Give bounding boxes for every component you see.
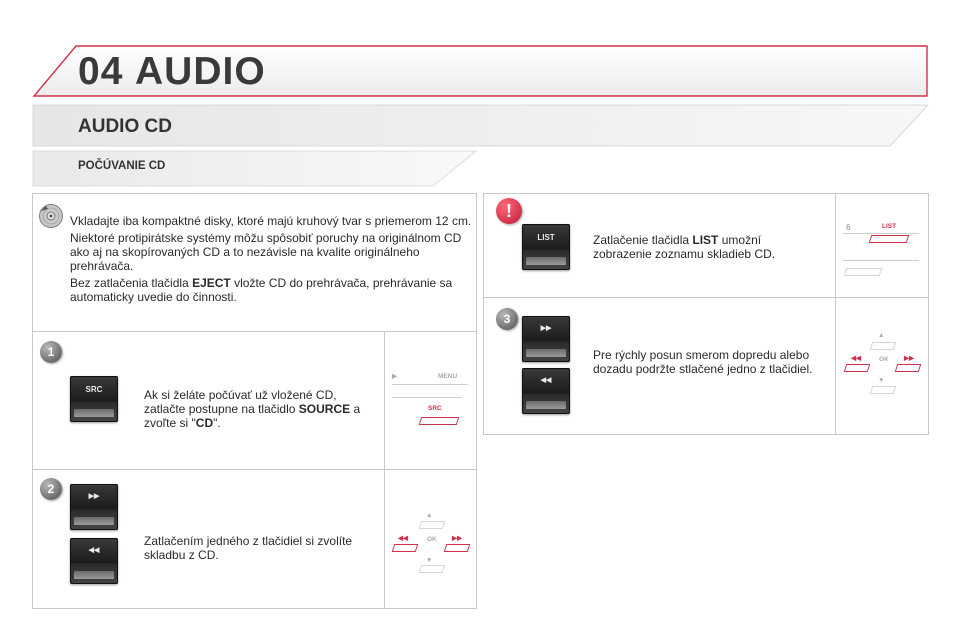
fast-forward-button[interactable]: ▶▶ — [522, 316, 570, 362]
down-arrow-icon: ▼ — [878, 377, 885, 384]
list-key-outline — [868, 235, 910, 243]
chapter-number: 04 — [78, 50, 124, 93]
subsection-title: POČÚVANIE CD — [78, 160, 166, 172]
step3-text: Pre rýchly posun smerom dopredu alebo do… — [593, 348, 813, 376]
source-button-label: SRC — [85, 385, 103, 394]
ok-label: OK — [879, 356, 889, 363]
list-label: LIST — [882, 223, 897, 230]
divider — [32, 469, 477, 470]
divider — [384, 331, 385, 609]
forward-icon: ▶▶ — [88, 493, 100, 500]
key-outline — [843, 268, 883, 276]
note-paragraph: Vkladajte iba kompaktné disky, ktoré maj… — [70, 214, 472, 228]
play-icon: ▶ — [392, 373, 397, 380]
source-button[interactable]: SRC — [70, 376, 118, 422]
step2-text: Zatlačením jedného z tlačidiel si zvolít… — [144, 534, 353, 562]
up-key-outline — [869, 342, 897, 350]
cd-note-text: Vkladajte iba kompaktné disky, ktoré maj… — [70, 214, 472, 307]
button-plate — [74, 571, 114, 579]
step-number-badge: 2 — [40, 478, 62, 500]
section-title: AUDIO CD — [78, 116, 172, 137]
step1-text: Ak si želáte počúvať už vložené CD, zatl… — [144, 388, 361, 430]
forward-key-outline — [894, 364, 922, 372]
warning-icon: ! — [496, 198, 522, 224]
forward-icon: ▶▶ — [452, 535, 462, 542]
button-plate — [74, 409, 114, 417]
chapter-header-band — [32, 45, 928, 97]
step-number-badge: 1 — [40, 341, 62, 363]
up-key-outline — [418, 521, 446, 529]
note-paragraph: Niektoré protipirátske systémy môžu spôs… — [70, 231, 462, 273]
subsection-header-band — [32, 150, 478, 187]
down-arrow-icon: ▼ — [426, 557, 433, 564]
section-header-band — [32, 104, 930, 147]
rewind-icon: ◀◀ — [540, 377, 552, 384]
up-arrow-icon: ▲ — [878, 332, 885, 339]
note-paragraph: Bez zatlačenia tlačidla EJECT vložte CD … — [70, 276, 453, 304]
divider — [483, 297, 929, 298]
ok-label: OK — [427, 536, 437, 543]
forward-icon: ▶▶ — [540, 325, 552, 332]
down-key-outline — [869, 386, 897, 394]
sketch-line — [392, 397, 462, 398]
rewind-key-outline — [391, 544, 419, 552]
list-button[interactable]: LIST — [522, 224, 570, 270]
list-button-label: LIST — [537, 233, 555, 242]
step-number-badge: 3 — [496, 308, 518, 330]
rewind-icon: ◀◀ — [398, 535, 408, 542]
sketch-line — [843, 260, 919, 261]
forward-key-outline — [443, 544, 471, 552]
cd-disc-icon — [39, 204, 63, 228]
sketch-line — [392, 384, 468, 385]
button-plate — [74, 517, 114, 525]
rewind-icon: ◀◀ — [851, 355, 861, 362]
sketch-line — [843, 233, 919, 234]
chapter-title: AUDIO — [135, 50, 266, 93]
src-key-outline — [418, 417, 460, 425]
button-plate — [526, 401, 566, 409]
previous-track-button[interactable]: ◀◀ — [70, 538, 118, 584]
rewind-key-outline — [843, 364, 871, 372]
divider — [835, 193, 836, 435]
down-key-outline — [418, 565, 446, 573]
forward-icon: ▶▶ — [904, 355, 914, 362]
button-plate — [526, 349, 566, 357]
button-plate — [526, 257, 566, 265]
src-label: SRC — [428, 405, 442, 412]
rewind-icon: ◀◀ — [88, 547, 100, 554]
menu-label: MENU — [438, 373, 458, 380]
fast-rewind-button[interactable]: ◀◀ — [522, 368, 570, 414]
divider — [32, 331, 477, 332]
up-arrow-icon: ▲ — [426, 512, 433, 519]
list-step-text: Zatlačenie tlačidla LIST umožní zobrazen… — [593, 233, 776, 261]
six-key-label: 6 — [846, 223, 851, 232]
next-track-button[interactable]: ▶▶ — [70, 484, 118, 530]
